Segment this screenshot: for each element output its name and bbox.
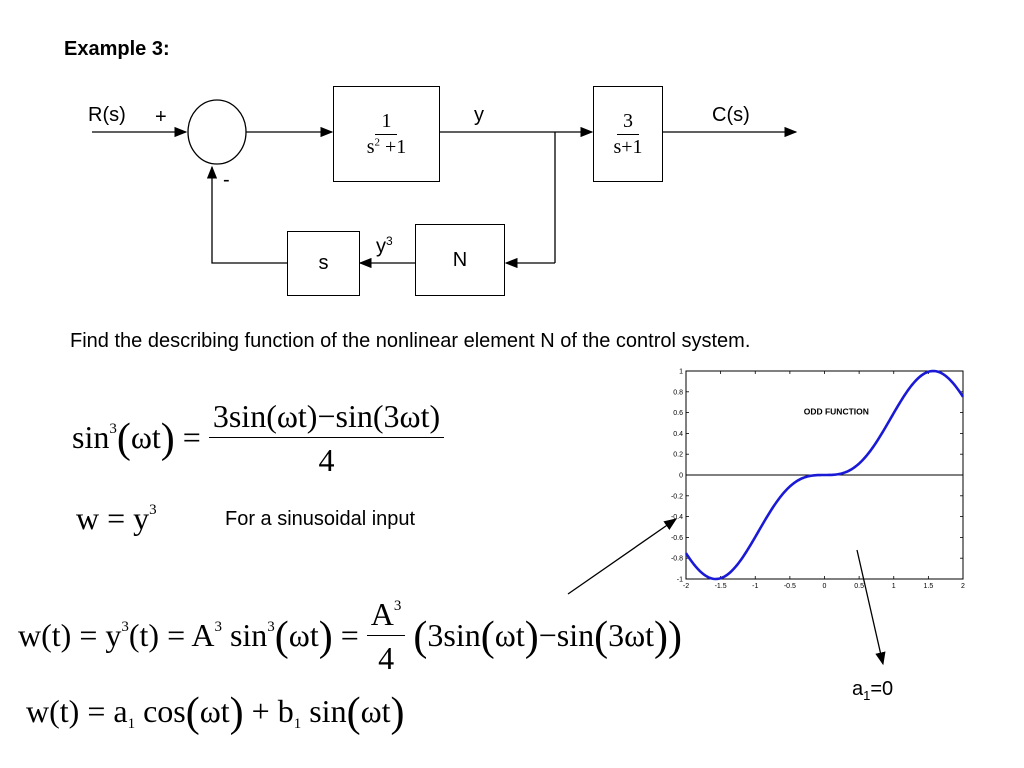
sin-cubed-curve xyxy=(684,369,965,581)
identity-numerator: 3sin(ωt)−sin(3ωt) xyxy=(208,398,445,438)
w-definition: w = y3 xyxy=(76,500,157,536)
wt-denominator: 4 xyxy=(378,640,395,676)
y-tick-label: 1 xyxy=(679,369,683,376)
y-tick-label: 0.8 xyxy=(673,389,683,396)
output-label: C(s) xyxy=(712,104,750,126)
plus-sign: + xyxy=(155,106,167,128)
block1-numerator: 1 xyxy=(375,110,398,135)
x-tick-label: -2 xyxy=(683,583,689,590)
y-tick-label: -0.6 xyxy=(671,535,683,542)
y-tick-label: -1 xyxy=(677,577,683,584)
y-tick-label: 0.6 xyxy=(673,410,683,417)
identity-denominator: 4 xyxy=(318,442,335,478)
block2-denominator: s+1 xyxy=(613,135,643,158)
plant-block-2: 3 s+1 xyxy=(593,86,663,182)
x-tick-label: -1.5 xyxy=(715,583,727,590)
minus-sign: - xyxy=(223,169,230,191)
wt-numerator: A3 xyxy=(366,596,406,636)
x-tick-label: 2 xyxy=(961,583,965,590)
x-tick-label: -1 xyxy=(752,583,758,590)
plant-block-1: 1 s2 +1 xyxy=(333,86,440,182)
block2-numerator: 3 xyxy=(617,110,639,135)
y-cubed-label: y3 xyxy=(376,234,393,258)
x-tick-label: -0.5 xyxy=(784,583,796,590)
feedback-block-s: s xyxy=(287,231,360,296)
a1-zero-note: a1=0 xyxy=(852,678,894,703)
nonlinear-block-n: N xyxy=(415,224,505,296)
sin-cubed-identity: sin3(ωt) = 3sin(ωt)−sin(3ωt) 4 xyxy=(72,398,445,479)
y-tick-label: 0.4 xyxy=(673,431,683,438)
y-tick-label: -0.8 xyxy=(671,556,683,563)
x-tick-label: 0 xyxy=(823,583,827,590)
y-tick-label: -0.4 xyxy=(671,514,683,521)
input-label: R(s) xyxy=(88,104,126,126)
problem-statement: Find the describing function of the nonl… xyxy=(70,330,751,352)
y-label: y xyxy=(474,104,484,126)
x-tick-label: 0.5 xyxy=(854,583,864,590)
x-tick-label: 1.5 xyxy=(924,583,934,590)
y-tick-label: 0.2 xyxy=(673,452,683,459)
odd-function-chart: -2 -1.5 -1 -0.5 0 0.5 1 1.5 2 1 0.8 0.6 0.4 0.2 0 -0.2 -… xyxy=(671,369,965,591)
slide-title: Example 3: xyxy=(64,38,170,60)
block-diagram-wires xyxy=(92,99,798,269)
chart-title: ODD FUNCTION xyxy=(804,407,869,417)
block1-denominator: s2 +1 xyxy=(366,135,407,158)
s-to-sum-feedback-line xyxy=(206,165,287,264)
sinusoid-note: For a sinusoidal input xyxy=(225,508,416,530)
x-tick-label: 1 xyxy=(892,583,896,590)
y-tick-label: 0 xyxy=(679,473,683,480)
w-t-expansion: w(t) = y3(t) = A3 sin3(ωt) = A3 4 (3sin(… xyxy=(18,596,683,676)
y-tick-label: -0.2 xyxy=(671,493,683,500)
fourier-form: w(t) = a1 cos(ωt) + b1 sin(ωt) xyxy=(26,690,405,736)
summing-junction xyxy=(187,99,247,165)
